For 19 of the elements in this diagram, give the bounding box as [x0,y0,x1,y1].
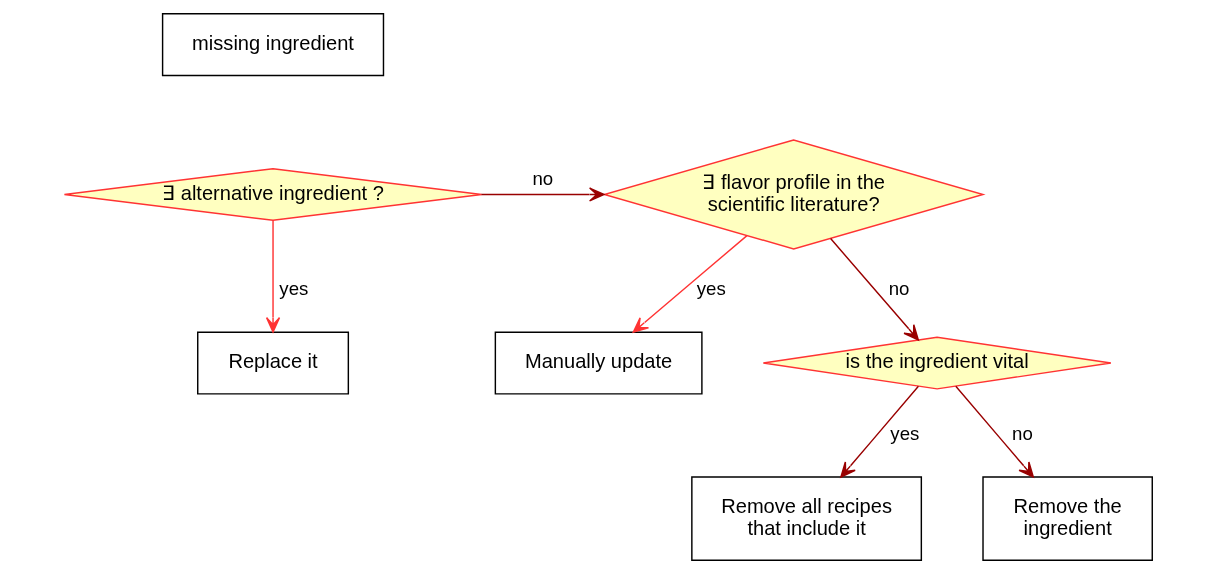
arrow [632,234,748,333]
edge-label: yes [696,278,726,300]
edge-label: no [888,278,909,300]
node-box: Remove all recipes that include it [690,476,922,561]
edge-label: yes [889,423,919,445]
edge-label: yes [278,278,308,300]
arrow [265,219,280,333]
arrow [839,385,919,478]
node-box: missing ingredient [161,13,384,77]
node-diamond: ∃ alternative ingredient ? [63,167,482,222]
node-box: Manually update [494,331,703,395]
edge-label: no [531,168,553,190]
arrow [954,385,1034,478]
arrow [480,187,605,202]
node-box: Replace it [196,331,349,395]
node-diamond: is the ingredient vital [762,336,1112,390]
edge-label: no [1011,423,1033,445]
arrow [829,237,919,341]
node-box: Remove the ingredient [981,476,1153,561]
